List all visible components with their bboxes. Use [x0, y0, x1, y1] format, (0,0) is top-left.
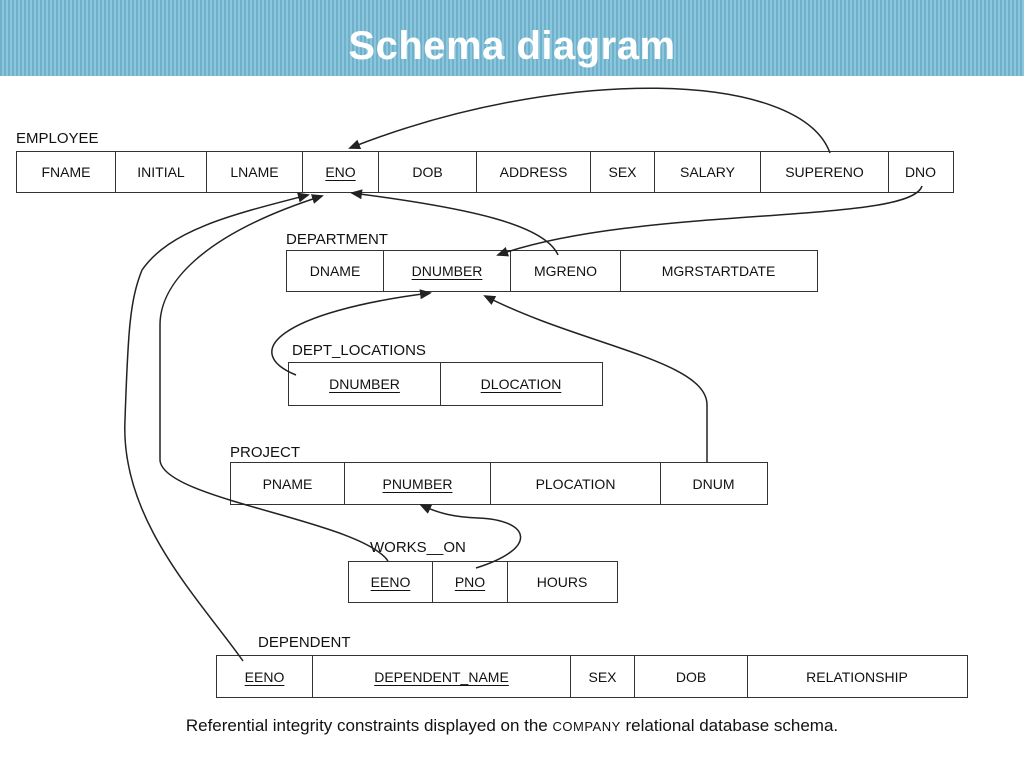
dept-locations-attr-dnumber: DNUMBER [289, 363, 441, 405]
arrow-deptloc-dnumber-to-dnumber [271, 289, 432, 376]
dependent-attr-relationship: RELATIONSHIP [806, 668, 908, 685]
project-attr-dnum: DNUM [692, 475, 735, 492]
project-attr-pname: PNAME [231, 463, 345, 504]
department-attr-dname: DNAME [287, 251, 384, 291]
arrow-works-eeno-to-eno [159, 194, 389, 562]
department-attr-mgrstartdate: MGRSTARTDATE [661, 263, 776, 279]
employee-attr-fname: FNAME [17, 152, 116, 192]
department-attr-dnumber: DNUMBER [384, 251, 511, 291]
project-relation-name: PROJECT [230, 444, 301, 461]
arrow-dno-to-dnumber [496, 185, 923, 257]
dependent-table: EENO DEPENDENT_NAME SEX DOB RELATIONSHIP [216, 655, 968, 698]
dept-locations-attr-dlocation: DLOCATION [480, 376, 562, 392]
employee-relation-name: EMPLOYEE [16, 130, 99, 147]
figure-caption: Referential integrity constraints displa… [0, 716, 1024, 736]
dependent-attr-dependent-name: DEPENDENT_NAME [313, 656, 571, 697]
arrow-supereno-to-eno [348, 87, 831, 154]
caption-post: relational database schema. [625, 716, 839, 735]
works-on-attr-hours: HOURS [536, 574, 588, 590]
arrow-mgreno-to-eno [350, 189, 559, 256]
employee-attr-dno: DNO [904, 164, 937, 180]
dependent-relation-name: DEPENDENT [258, 634, 351, 651]
department-relation-name: DEPARTMENT [286, 231, 388, 248]
arrow-dependent-eeno-to-eno [124, 192, 310, 662]
project-attr-plocation: PLOCATION [491, 463, 661, 504]
dept-locations-table: DNUMBER DLOCATION [288, 362, 603, 406]
dependent-attr-dob: DOB [635, 656, 748, 697]
caption-pre: Referential integrity constraints displa… [185, 716, 548, 735]
dependent-attr-eeno: EENO [217, 656, 313, 697]
dependent-attr-sex: SEX [571, 656, 635, 697]
employee-attr-salary: SALARY [655, 152, 761, 192]
caption-company: COMPANY [552, 719, 621, 734]
title-banner: Schema diagram [0, 0, 1024, 76]
employee-attr-sex: SEX [591, 152, 655, 192]
arrow-dnum-to-dnumber [483, 295, 708, 462]
employee-attr-supereno: SUPERENO [761, 152, 889, 192]
employee-attr-lname: LNAME [207, 152, 303, 192]
employee-attr-eno: ENO [303, 152, 379, 192]
works-on-relation-name: WORKS__ON [370, 539, 466, 556]
dept-locations-relation-name: DEPT_LOCATIONS [292, 342, 426, 359]
project-attr-pnumber: PNUMBER [345, 463, 491, 504]
arrow-pno-to-pnumber [419, 504, 522, 569]
works-on-attr-eeno: EENO [349, 562, 433, 602]
employee-attr-address: ADDRESS [477, 152, 591, 192]
slide-title: Schema diagram [348, 24, 676, 68]
department-table: DNAME DNUMBER MGRENO MGRSTARTDATE [286, 250, 818, 292]
department-attr-mgreno: MGRENO [511, 251, 621, 291]
project-table: PNAME PNUMBER PLOCATION DNUM [230, 462, 768, 505]
works-on-table: EENO PNO HOURS [348, 561, 618, 603]
employee-attr-dob: DOB [379, 152, 477, 192]
employee-attr-initial: INITIAL [116, 152, 207, 192]
employee-table: FNAME INITIAL LNAME ENO DOB ADDRESS SEX … [16, 151, 954, 193]
works-on-attr-pno: PNO [433, 562, 508, 602]
